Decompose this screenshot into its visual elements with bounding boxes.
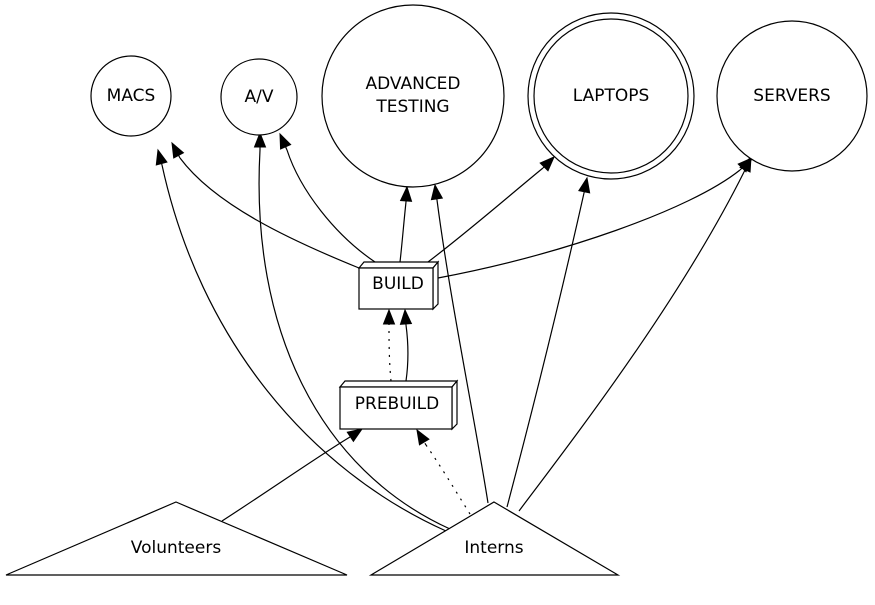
node-laptops[interactable]: LAPTOPS bbox=[527, 12, 695, 180]
edge-build-to-advanced-testing bbox=[399, 185, 413, 263]
edge-line bbox=[399, 201, 407, 263]
edges-layer bbox=[155, 131, 753, 532]
arrowhead-icon bbox=[382, 308, 396, 325]
node-prebuild-label: PREBUILD bbox=[355, 394, 440, 414]
node-servers-circle bbox=[716, 20, 868, 172]
node-av-circle bbox=[220, 58, 298, 136]
arrowhead-icon bbox=[739, 155, 752, 173]
edge-line bbox=[427, 167, 544, 263]
edge-build-to-macs bbox=[171, 141, 360, 269]
arrowhead-icon bbox=[430, 183, 444, 201]
edge-line bbox=[405, 324, 409, 382]
edge-interns-to-macs bbox=[155, 148, 447, 532]
arrowhead-icon bbox=[253, 131, 267, 148]
edge-line bbox=[286, 149, 376, 263]
node-volunteers[interactable]: Volunteers bbox=[5, 501, 348, 576]
edge-interns-to-prebuild-dotted bbox=[416, 428, 471, 515]
edge-connector bbox=[178, 155, 181, 159]
edge-line bbox=[388, 324, 392, 382]
edge-line bbox=[161, 164, 447, 532]
edge-interns-to-laptops bbox=[506, 176, 591, 508]
node-interns-triangle bbox=[368, 501, 621, 576]
node-prebuild-side-face bbox=[451, 379, 458, 431]
node-advanced-testing-label-line2: TESTING bbox=[375, 97, 449, 117]
node-laptops-label: LAPTOPS bbox=[573, 86, 650, 106]
node-prebuild-front-face bbox=[339, 386, 453, 430]
node-macs[interactable]: MACS bbox=[90, 55, 172, 137]
arrowhead-icon bbox=[578, 176, 591, 194]
arrowhead-icon bbox=[346, 428, 364, 443]
node-servers[interactable]: SERVERS bbox=[716, 20, 868, 172]
node-interns-label: Interns bbox=[464, 538, 523, 558]
node-advanced-testing-circle bbox=[321, 4, 505, 188]
arrowhead-icon bbox=[539, 156, 555, 172]
edge-prebuild-to-build-dotted bbox=[382, 308, 396, 382]
edge-line bbox=[437, 169, 741, 279]
edge-interns-to-av bbox=[253, 131, 451, 530]
edge-line bbox=[221, 436, 351, 522]
node-advanced-testing[interactable]: ADVANCED TESTING bbox=[321, 4, 505, 188]
edge-line bbox=[179, 157, 360, 269]
edge-prebuild-to-build bbox=[399, 308, 413, 382]
edge-line bbox=[436, 199, 489, 504]
edge-connector bbox=[285, 146, 288, 151]
arrowhead-icon bbox=[399, 308, 413, 325]
node-servers-label: SERVERS bbox=[753, 86, 830, 106]
node-build-top-face bbox=[357, 261, 440, 269]
arrowhead-icon bbox=[171, 141, 185, 159]
node-build-front-face bbox=[358, 267, 434, 310]
node-av[interactable]: A/V bbox=[220, 58, 298, 136]
node-macs-circle bbox=[90, 55, 172, 137]
node-build[interactable]: BUILD bbox=[357, 260, 440, 311]
edge-build-to-laptops bbox=[427, 156, 555, 263]
edge-line bbox=[506, 192, 585, 508]
edge-build-to-av bbox=[279, 132, 376, 263]
edge-line bbox=[425, 444, 471, 515]
edge-interns-to-advanced-testing bbox=[430, 183, 489, 504]
edge-interns-to-servers bbox=[518, 155, 752, 512]
node-prebuild-top-face bbox=[338, 380, 459, 388]
edge-line bbox=[518, 171, 745, 512]
edge-line bbox=[258, 149, 451, 530]
arrowhead-icon bbox=[279, 132, 292, 150]
node-av-label: A/V bbox=[245, 87, 274, 107]
edge-volunteers-to-prebuild bbox=[221, 428, 364, 522]
arrowhead-icon bbox=[416, 428, 430, 446]
node-build-side-face bbox=[432, 260, 439, 311]
node-prebuild[interactable]: PREBUILD bbox=[338, 379, 459, 431]
node-laptops-inner-circle bbox=[533, 18, 689, 174]
node-volunteers-label: Volunteers bbox=[131, 538, 222, 558]
node-volunteers-triangle bbox=[5, 501, 348, 576]
arrowhead-icon bbox=[155, 148, 168, 166]
node-advanced-testing-label-line1: ADVANCED bbox=[365, 74, 460, 94]
node-build-label: BUILD bbox=[372, 274, 424, 294]
node-interns[interactable]: Interns bbox=[368, 501, 621, 576]
edge-connector bbox=[423, 441, 427, 446]
arrowhead-icon bbox=[399, 185, 413, 202]
node-macs-label: MACS bbox=[107, 86, 156, 106]
